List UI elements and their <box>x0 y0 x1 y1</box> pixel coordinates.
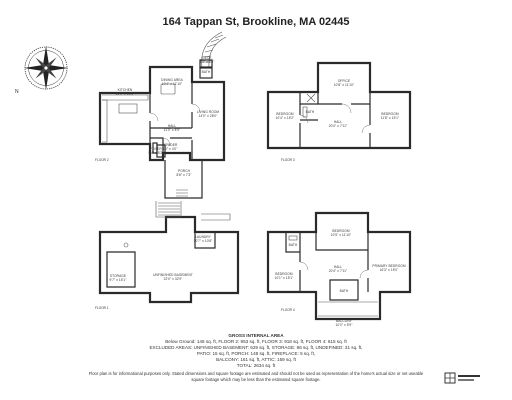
room-dims: 10'4" x 11'10" <box>162 82 182 86</box>
room-label: HALL <box>168 124 177 128</box>
disclaimer-line: square footage which may be less than th… <box>191 376 321 382</box>
room-label: BEDROOM <box>276 112 293 116</box>
area-summary-heading: GROSS INTERNAL AREA <box>228 333 284 338</box>
room-label: BATH <box>289 243 298 247</box>
room-label: BALCONY <box>336 319 353 323</box>
area-summary-line: Below Ground: 148 sq. ft, FLOOR 2: 953 s… <box>165 339 347 344</box>
room-dims: 10'8" x 11'10" <box>334 83 354 87</box>
floor-label: FLOOR 2 <box>95 158 109 162</box>
room-dims: 14'0" x 28'0" <box>199 114 218 118</box>
room-label: BATH <box>340 289 349 293</box>
room-dims: 16'3" x 15'0" <box>380 268 399 272</box>
room-label: DINING AREA <box>161 78 183 82</box>
floor-label: FLOOR 4 <box>281 308 295 312</box>
floor-4-plan: BEDROOM 10'5" x 11'10" BATH BEDROOM 10'1… <box>266 211 412 327</box>
room-label: STORAGE <box>110 274 126 278</box>
floor-label: FLOOR 1 <box>95 306 109 310</box>
room-dims: 22'0" x 32'9" <box>164 277 183 281</box>
room-dims: 20'4" x 7'11" <box>329 269 348 273</box>
compass-north-letter: N <box>15 89 19 95</box>
floor-label: FLOOR 3 <box>281 158 295 162</box>
disclaimer-line: Floor plan is for informational purposes… <box>88 371 424 376</box>
room-dims: 10'1" x 15'1" <box>275 276 294 280</box>
room-label: PRIMARY BEDROOM <box>372 264 406 268</box>
floor-3-plan: BEDROOM 10'4" x 15'2" OFFICE 10'8" x 11'… <box>266 61 412 162</box>
room-dims: 8'8" x 7'3" <box>176 173 191 177</box>
room-label: DECK <box>202 56 212 60</box>
room-dims: 14'0" x 14'4" <box>116 92 135 96</box>
room-label: UNFINISHED BASEMENT <box>153 273 193 277</box>
room-label: BEDROOM <box>332 229 349 233</box>
area-summary: GROSS INTERNAL AREA Below Ground: 148 sq… <box>0 333 512 369</box>
room-dims: 10'4" x 15'2" <box>276 116 295 120</box>
room-dims: 11'8" x 15'1" <box>381 116 400 120</box>
room-dims: 10'0" x 5'9" <box>336 323 353 327</box>
area-summary-line: BALCONY: 161 sq. ft, ATTIC: 159 sq. ft <box>216 357 296 362</box>
page-title: 164 Tappan St, Brookline, MA 02445 <box>162 16 350 28</box>
disclaimer: Floor plan is for informational purposes… <box>0 371 512 382</box>
room-dims: 10'7" x 10'8" <box>194 239 213 243</box>
floorplan-logo-icon <box>444 370 484 386</box>
room-dims: 4'0" x 4'0" <box>162 147 177 151</box>
room-label: POWDER <box>163 143 179 147</box>
room-dims: 10'5" x 11'10" <box>331 233 351 237</box>
room-label: HALL <box>334 265 343 269</box>
room-label: BATH <box>306 110 315 114</box>
floor-1-plan: LAUNDRY 10'7" x 10'8" STORAGE 9'7" x 15'… <box>95 201 240 310</box>
room-label: BEDROOM <box>275 272 292 276</box>
area-summary-line: EXCLUDED AREAS: UNFINISHED BASEMENT: 629… <box>149 345 363 350</box>
room-dims: 20'4" x 7'11" <box>329 124 348 128</box>
room-label: HALL <box>334 120 343 124</box>
area-summary-total: TOTAL: 2634 sq. ft <box>236 363 276 368</box>
room-label: LIVING ROOM <box>197 110 220 114</box>
compass-rose-icon <box>24 46 68 90</box>
room-label: BATH <box>202 70 211 74</box>
room-dims: 8'8" x 5'9" <box>199 60 214 64</box>
floor-2-plan: KITCHEN 14'0" x 14'4" DINING AREA 10'4" … <box>95 31 227 199</box>
room-label: LAUNDRY <box>195 235 212 239</box>
room-dims: 9'7" x 15'1" <box>110 278 127 282</box>
room-label: BEDROOM <box>381 112 398 116</box>
room-label: PORCH <box>178 169 191 173</box>
room-label: KITCHEN <box>118 88 133 92</box>
area-summary-line: PATIO: 15 sq. ft, PORCH: 148 sq. ft, FIR… <box>196 351 316 356</box>
room-label: FOYER <box>150 147 162 151</box>
room-dims: 5'4" x 5'2" <box>148 151 163 155</box>
room-label: OFFICE <box>338 79 350 83</box>
room-dims: 11'0" x 8'9" <box>164 128 181 132</box>
